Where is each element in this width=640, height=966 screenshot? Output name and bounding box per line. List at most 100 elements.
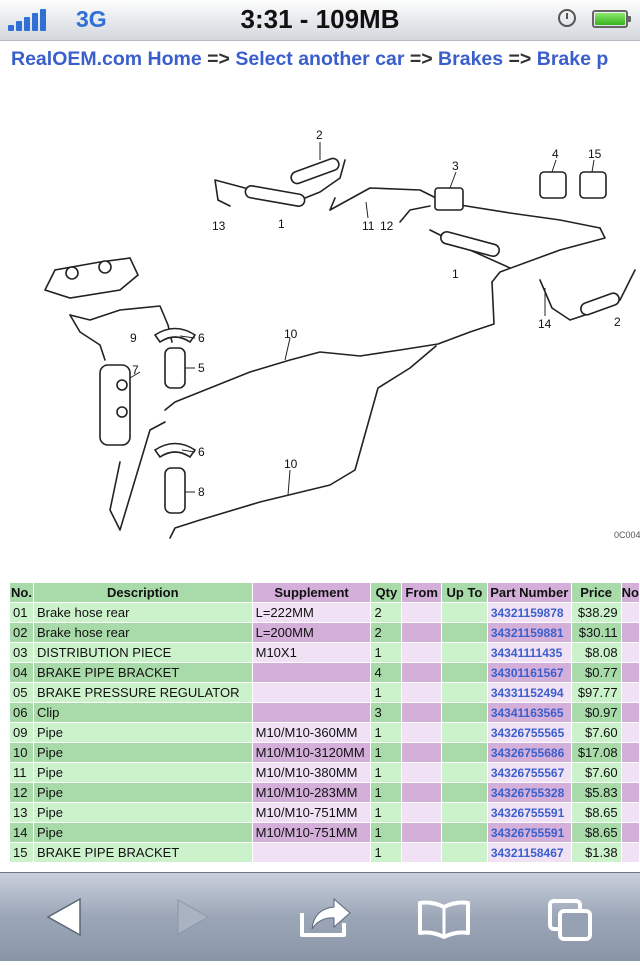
callout-6b: 6 (198, 445, 205, 459)
cell-no: 15 (9, 842, 34, 863)
cell-notes (620, 802, 640, 823)
cell-qty: 1 (370, 682, 403, 703)
callout-1: 1 (278, 217, 285, 231)
cell-from (401, 822, 443, 843)
cell-price: $38.29 (570, 602, 622, 623)
cell-up-to (441, 722, 488, 743)
cell-from (401, 682, 443, 703)
cell-supplement (251, 662, 372, 683)
part-number-link[interactable]: 34326755686 (486, 742, 572, 763)
table-header-row: No. Description Supplement Qty From Up T… (9, 582, 640, 603)
cell-supplement: M10/M10-3120MM (251, 742, 372, 763)
cell-qty: 1 (370, 842, 403, 863)
cell-description: Brake hose rear (32, 602, 253, 623)
cell-qty: 4 (370, 662, 403, 683)
cell-notes (620, 822, 640, 843)
cell-supplement: M10/M10-751MM (251, 802, 372, 823)
cell-from (401, 622, 443, 643)
callout-2b: 2 (614, 315, 621, 329)
breadcrumb-brakes-link[interactable]: Brakes (438, 48, 504, 70)
cell-qty: 1 (370, 762, 403, 783)
callout-6: 6 (198, 331, 205, 345)
cell-notes (620, 742, 640, 763)
breadcrumb-select-car-link[interactable]: Select another car (235, 48, 405, 70)
cell-price: $7.60 (570, 722, 622, 743)
callout-9: 9 (130, 331, 137, 345)
cell-notes (620, 842, 640, 863)
cell-qty: 1 (370, 782, 403, 803)
cell-qty: 2 (370, 622, 403, 643)
parts-table: No. Description Supplement Qty From Up T… (9, 582, 640, 863)
cell-description: Pipe (32, 742, 253, 763)
cell-qty: 1 (370, 822, 403, 843)
cell-qty: 2 (370, 602, 403, 623)
cell-notes (620, 622, 640, 643)
parts-diagram: 1 2 3 4 5 6 6 7 8 9 10 10 11 12 13 14 15… (43, 128, 640, 540)
bookmarks-icon (418, 900, 470, 939)
cell-up-to (441, 842, 488, 863)
part-number-link[interactable]: 34326755565 (486, 722, 572, 743)
cell-notes (620, 762, 640, 783)
cell-price: $8.08 (570, 642, 622, 663)
callout-1b: 1 (452, 267, 459, 281)
cell-supplement (251, 842, 372, 863)
col-header-no: No. (9, 582, 34, 603)
share-button[interactable] (274, 873, 374, 961)
cell-price: $7.60 (570, 762, 622, 783)
part-number-link[interactable]: 34326755328 (486, 782, 572, 803)
signal-strength-icon (8, 9, 50, 31)
part-number-link[interactable]: 34331152494 (486, 682, 572, 703)
part-number-link[interactable]: 34301161567 (486, 662, 572, 683)
cell-up-to (441, 662, 488, 683)
breadcrumb-brake-pipe-link[interactable]: Brake p (536, 48, 609, 70)
part-number-link[interactable]: 34321159878 (486, 602, 572, 623)
part-number-link[interactable]: 34341111435 (486, 642, 572, 663)
cell-from (401, 662, 443, 683)
cell-supplement: L=222MM (251, 602, 372, 623)
cell-notes (620, 782, 640, 803)
cell-description: Pipe (32, 782, 253, 803)
cell-description: Pipe (32, 762, 253, 783)
status-clock: 3:31 - 109MB (240, 4, 400, 34)
cell-up-to (441, 782, 488, 803)
callout-15: 15 (588, 147, 602, 161)
cell-supplement: M10/M10-751MM (251, 822, 372, 843)
callout-2: 2 (316, 128, 323, 142)
cell-no: 01 (9, 602, 34, 623)
col-header-price: Price (570, 582, 622, 603)
part-number-link[interactable]: 34326755567 (486, 762, 572, 783)
forward-button[interactable] (142, 873, 242, 961)
cell-from (401, 802, 443, 823)
part-number-link[interactable]: 34326755591 (486, 802, 572, 823)
cell-notes (620, 642, 640, 663)
cell-notes (620, 682, 640, 703)
cell-price: $0.97 (570, 702, 622, 723)
cell-up-to (441, 822, 488, 843)
part-number-link[interactable]: 34341163565 (486, 702, 572, 723)
cell-qty: 1 (370, 722, 403, 743)
part-number-link[interactable]: 34321158467 (486, 842, 572, 863)
cell-from (401, 602, 443, 623)
cell-no: 06 (9, 702, 34, 723)
status-bar: 3G 3:31 - 109MB (0, 0, 640, 41)
back-button[interactable] (14, 873, 114, 961)
cell-no: 13 (9, 802, 34, 823)
tabs-button[interactable] (520, 873, 620, 961)
col-header-supplement: Supplement (251, 582, 372, 603)
part-number-link[interactable]: 34326755591 (486, 822, 572, 843)
cell-description: BRAKE PRESSURE REGULATOR (32, 682, 253, 703)
breadcrumb-home-link[interactable]: RealOEM.com Home (11, 48, 202, 70)
part-number-link[interactable]: 34321159881 (486, 622, 572, 643)
bookmarks-button[interactable] (394, 873, 494, 961)
col-header-up-to: Up To (441, 582, 488, 603)
callout-12: 12 (380, 219, 394, 233)
cell-description: Pipe (32, 722, 253, 743)
callout-11: 11 (362, 219, 375, 233)
callout-7: 7 (132, 363, 139, 377)
